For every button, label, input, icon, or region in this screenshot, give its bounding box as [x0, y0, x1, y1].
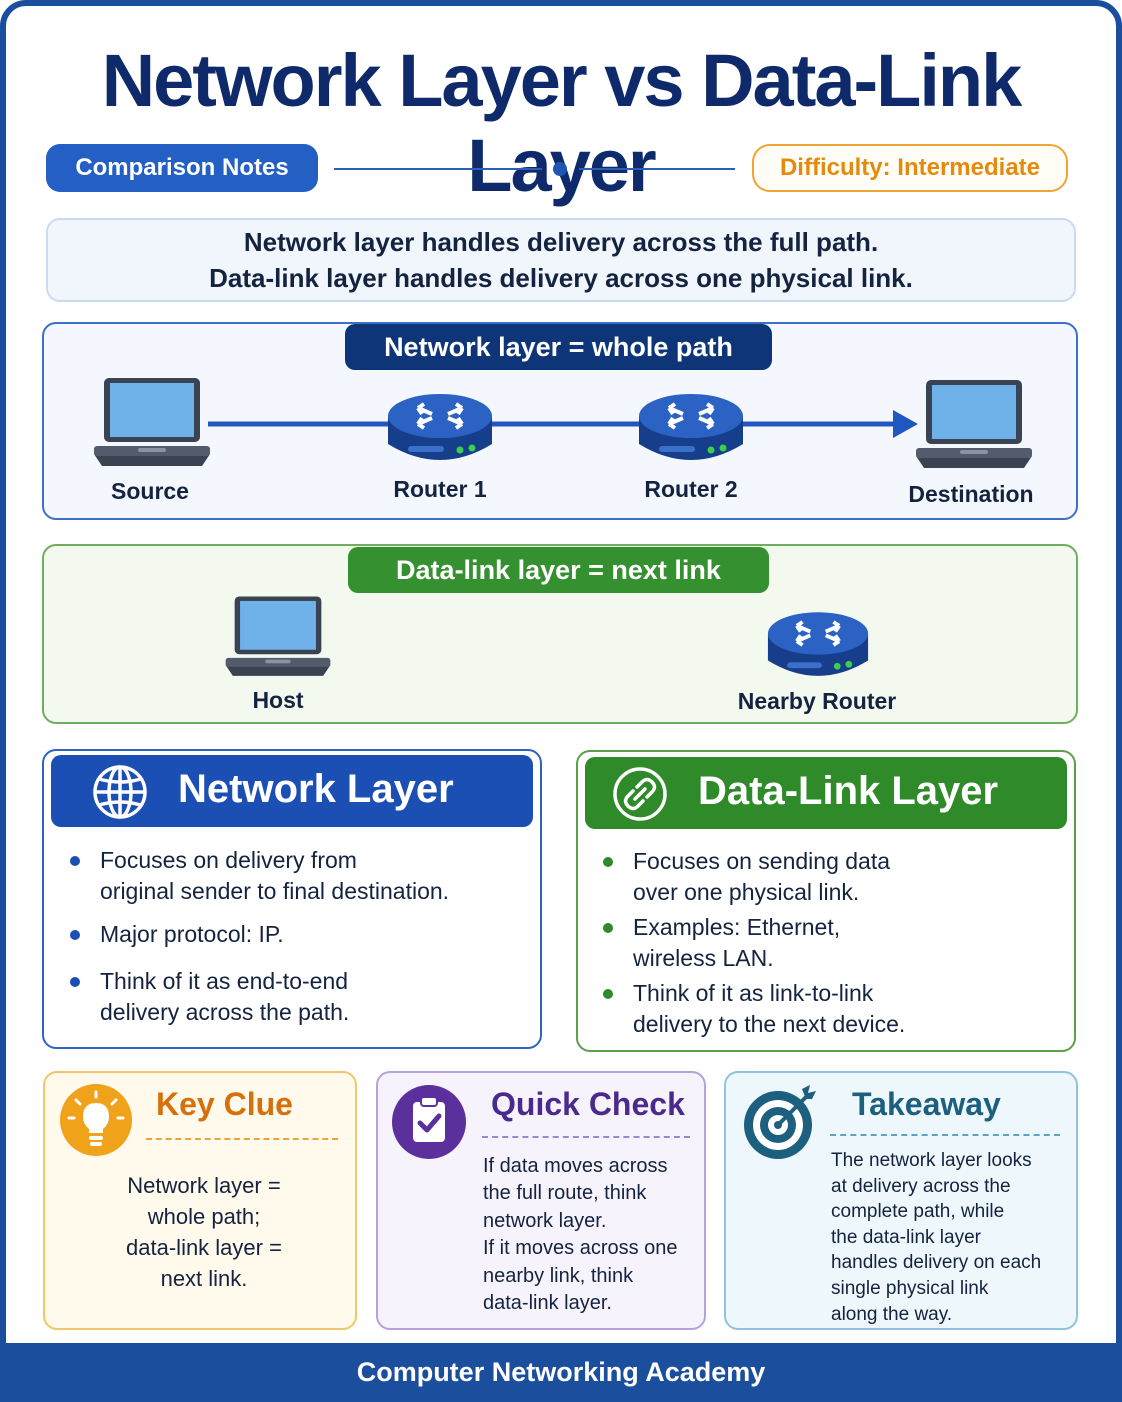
router-2-icon	[639, 394, 743, 460]
takeaway-divider	[830, 1134, 1060, 1136]
takeaway-line: The network layer looks	[831, 1150, 1032, 1171]
list-item: Think of it as link-to-link delivery to …	[603, 978, 1063, 1040]
nearby-router-icon	[767, 612, 869, 676]
datalink-layer-title: Data-Link Layer	[698, 769, 999, 813]
quick-check-line: nearby link, think	[483, 1264, 634, 1287]
lightbulb-icon	[60, 1084, 132, 1156]
bullet-line: Focuses on delivery from	[100, 847, 357, 873]
bullet-line: Examples: Ethernet,	[633, 914, 841, 940]
network-layer-title: Network Layer	[178, 767, 454, 811]
header-divider-right	[579, 168, 735, 170]
bullet-line: delivery across the path.	[100, 999, 350, 1025]
key-clue-line: next link.	[160, 1266, 248, 1291]
node-label-host: Host	[252, 687, 304, 713]
footer-bar: Computer Networking Academy	[0, 1343, 1122, 1402]
quick-check-line: If it moves across one	[483, 1237, 678, 1260]
bullet-line: Major protocol: IP.	[100, 921, 284, 947]
difficulty-badge: Difficulty: Intermediate	[752, 144, 1068, 192]
takeaway-line: along the way.	[831, 1303, 953, 1325]
takeaway-line: single physical link	[831, 1277, 989, 1299]
key-clue-divider	[146, 1138, 338, 1140]
node-label-nearby-router: Nearby Router	[737, 688, 897, 714]
datalink-layer-card-header: Data-Link Layer	[585, 757, 1067, 829]
datalink-tag: Data-link layer = next link	[348, 547, 769, 593]
list-item: Think of it as end-to-end delivery acros…	[70, 966, 530, 1028]
key-clue-line: Network layer =	[127, 1173, 281, 1198]
bullet-line: delivery to the next device.	[633, 1011, 906, 1037]
datalink-layer-bullets: Focuses on sending data over one physica…	[603, 846, 1063, 1040]
bullet-line: wireless LAN.	[633, 945, 774, 971]
list-item: Focuses on sending data over one physica…	[603, 846, 1063, 908]
network-path-tag: Network layer = whole path	[345, 324, 772, 370]
node-label-source: Source	[111, 478, 189, 504]
clipboard-check-icon	[392, 1085, 466, 1159]
header-divider-dot	[553, 162, 567, 176]
page-title: Network Layer vs Data-Link Layer	[101, 39, 1023, 207]
list-item: Examples: Ethernet, wireless LAN.	[603, 912, 1063, 974]
quick-check-body: If data moves across the full route, thi…	[483, 1153, 697, 1317]
list-item: Major protocol: IP.	[70, 919, 530, 950]
bullet-line: Think of it as link-to-link	[633, 980, 874, 1006]
takeaway-body: The network layer looks at delivery acro…	[831, 1148, 1071, 1327]
destination-laptop-icon	[916, 380, 1032, 468]
quick-check-line: the full route, think	[483, 1182, 647, 1205]
quick-check-title: Quick Check	[491, 1086, 685, 1122]
summary-line: Network layer handles delivery across th…	[243, 227, 879, 257]
network-layer-bullets: Focuses on delivery from original sender…	[70, 845, 530, 1028]
globe-icon	[93, 765, 147, 819]
key-clue-body: Network layer = whole path; data-link la…	[80, 1170, 328, 1294]
bullet-line: original sender to final destination.	[100, 878, 450, 904]
router-1-icon	[388, 394, 492, 460]
source-laptop-icon	[94, 378, 210, 466]
key-clue-title: Key Clue	[156, 1086, 293, 1122]
quick-check-divider	[482, 1136, 690, 1138]
takeaway-line: complete path, while	[831, 1201, 1005, 1223]
bullet-line: Focuses on sending data	[633, 848, 891, 874]
quick-check-line: network layer.	[483, 1209, 607, 1232]
header-divider-left	[334, 168, 542, 170]
node-label-router-2: Router 2	[644, 476, 738, 502]
target-icon	[744, 1085, 816, 1159]
comparison-notes-badge: Comparison Notes	[46, 144, 318, 192]
network-path-arrowhead	[893, 410, 918, 438]
takeaway-title: Takeaway	[852, 1086, 1001, 1122]
bullet-line: Think of it as end-to-end	[100, 968, 349, 994]
host-laptop-icon	[225, 596, 331, 676]
summary-box: Network layer handles delivery across th…	[46, 218, 1076, 302]
takeaway-line: the data-link layer	[831, 1226, 981, 1248]
takeaway-line: handles delivery on each	[831, 1252, 1042, 1274]
takeaway-line: at delivery across the	[831, 1175, 1011, 1197]
node-label-destination: Destination	[908, 481, 1034, 507]
summary-line: Data-link layer handles delivery across …	[209, 263, 913, 293]
quick-check-line: data-link layer.	[483, 1292, 612, 1315]
list-item: Focuses on delivery from original sender…	[70, 845, 530, 907]
quick-check-line: If data moves across	[483, 1155, 668, 1177]
key-clue-line: data-link layer =	[126, 1235, 282, 1260]
node-label-router-1: Router 1	[393, 476, 487, 502]
key-clue-line: whole path;	[147, 1204, 261, 1229]
link-icon	[613, 767, 667, 821]
bullet-line: over one physical link.	[633, 879, 860, 905]
network-layer-card-header: Network Layer	[51, 755, 533, 827]
